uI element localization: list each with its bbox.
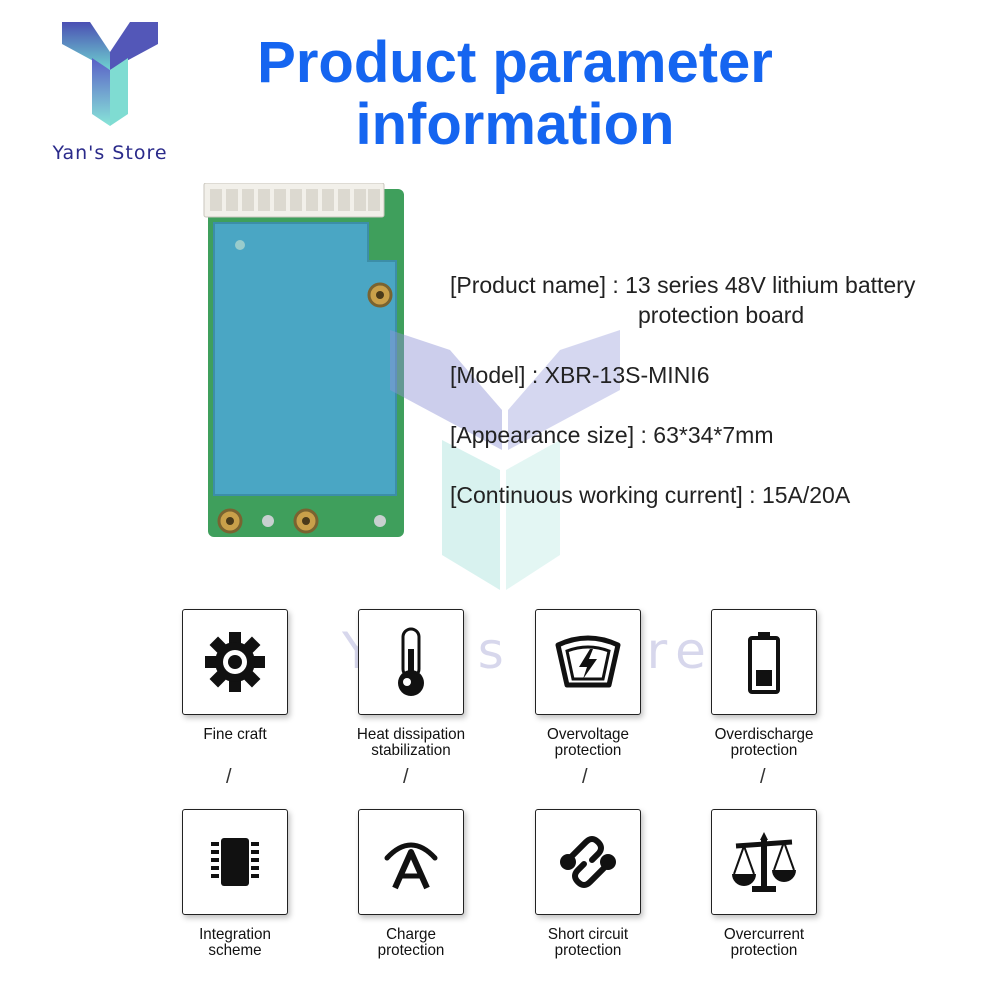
product-board-image — [200, 182, 410, 548]
feature-icon-box — [182, 809, 288, 915]
store-logo: Yan's Store — [40, 18, 180, 168]
param-value: XBR-13S-MINI6 — [544, 362, 710, 388]
feature-label: Fine craft — [203, 726, 267, 743]
param-appearance-size: [Appearance size] : 63*34*7mm — [450, 420, 773, 450]
chip-icon — [211, 838, 259, 886]
gear-icon — [205, 632, 265, 692]
param-model: [Model] : XBR-13S-MINI6 — [450, 360, 709, 390]
separator: / — [226, 766, 232, 788]
title-line-1: Product parameter — [257, 30, 773, 95]
store-logo-icon — [62, 22, 158, 126]
param-separator: : — [634, 422, 654, 448]
feature-icon-box — [711, 609, 817, 715]
thermometer-icon — [398, 627, 424, 696]
feature-fine-craft: Fine craft — [145, 609, 325, 743]
param-separator: : — [525, 362, 545, 388]
param-label: [Model] — [450, 362, 526, 388]
feature-icon-box — [535, 609, 641, 715]
feature-icon-box — [358, 609, 464, 715]
store-name: Yan's Store — [52, 142, 168, 164]
param-separator: : — [605, 272, 626, 298]
param-value-continued: protection board — [638, 302, 805, 328]
param-continuous-current: [Continuous working current] : 15A/20A — [450, 480, 850, 510]
param-label: [Appearance size] — [450, 422, 635, 448]
feature-icon-box — [358, 809, 464, 915]
param-product-name: [Product name] : 13 series 48V lithium b… — [450, 270, 915, 330]
param-separator: : — [742, 482, 762, 508]
watermark-logo — [390, 330, 620, 595]
param-value: 15A/20A — [761, 482, 851, 508]
voltage-meter-icon — [555, 635, 621, 688]
param-label: [Continuous working current] — [450, 482, 743, 508]
feature-icon-box — [711, 809, 817, 915]
charge-arch-icon — [384, 842, 438, 890]
feature-icon-box — [535, 809, 641, 915]
scale-icon — [732, 832, 796, 892]
page-title: Product parameter information — [230, 32, 800, 156]
feature-icon-box — [182, 609, 288, 715]
param-label: [Product name] — [450, 272, 606, 298]
broken-link-icon — [560, 836, 616, 888]
separator: / — [582, 766, 588, 788]
param-value: 13 series 48V lithium battery — [625, 272, 916, 298]
title-line-2: information — [355, 92, 675, 157]
param-value: 63*34*7mm — [653, 422, 774, 448]
separator: / — [403, 766, 409, 788]
battery-icon — [748, 632, 780, 694]
separator: / — [760, 766, 766, 788]
